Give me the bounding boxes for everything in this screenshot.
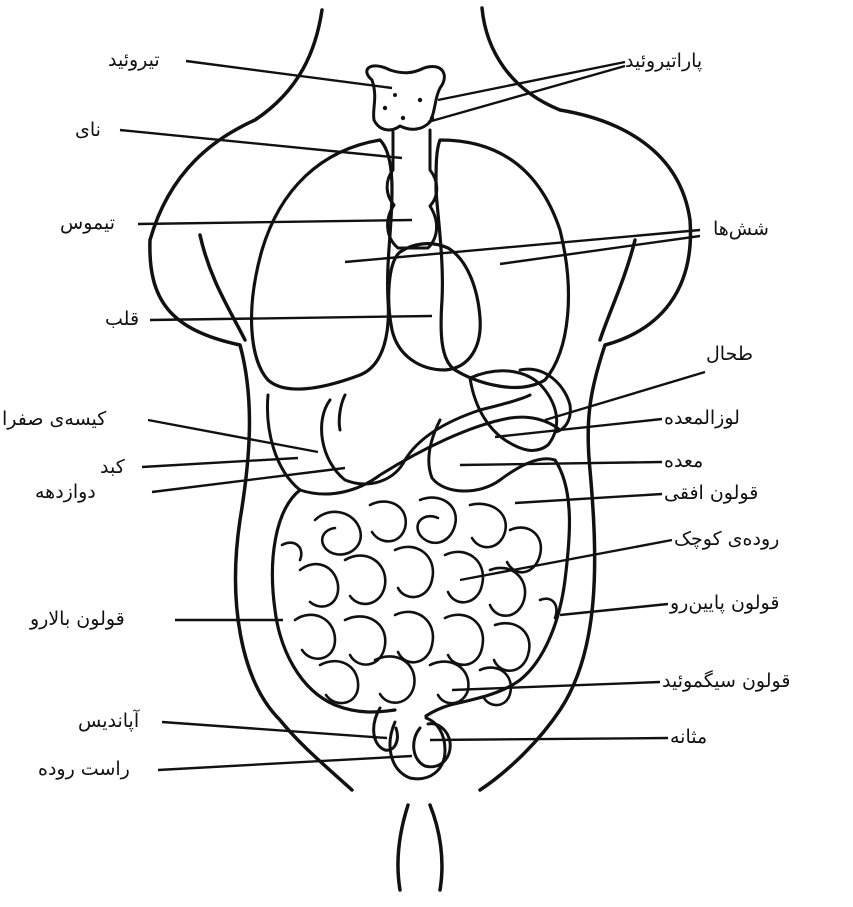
lungs-shape [252, 140, 569, 389]
label-appendix: آپاندیس [78, 712, 139, 731]
label-ascending-colon: قولون بالارو [30, 610, 125, 629]
label-gallbladder: کیسه‌ی صفرا [2, 410, 106, 429]
label-parathyroid: پاراتیروئید [625, 52, 702, 71]
thymus-shape [387, 130, 437, 248]
label-descending-colon: قولون پایین‌رو [670, 594, 779, 613]
label-trachea: نای [75, 121, 101, 140]
label-thyroid: تیروئید [108, 51, 160, 70]
label-pancreas: لوزالمعده [664, 409, 740, 428]
label-transverse-colon: قولون افقی [664, 484, 758, 503]
leader-lines [120, 61, 705, 770]
pelvic-organs [374, 708, 451, 779]
parathyroid-dots [383, 93, 434, 120]
label-liver: کبد [100, 458, 125, 477]
label-heart: قلب [105, 310, 139, 329]
label-stomach: معده [664, 452, 703, 471]
label-rectum: راست روده [38, 760, 130, 779]
heart-shape [389, 244, 480, 370]
label-thymus: تیموس [60, 214, 115, 233]
small-intestine-coils [282, 498, 557, 705]
label-duodenum: دوازدهه [35, 483, 96, 502]
label-spleen: طحال [706, 345, 753, 364]
label-sigmoid-colon: قولون سیگموئید [662, 672, 790, 691]
label-bladder: مثانه [670, 728, 707, 747]
label-small-intestine: روده‌ی کوچک [674, 530, 779, 549]
label-lungs: شش‌ها [713, 220, 769, 239]
